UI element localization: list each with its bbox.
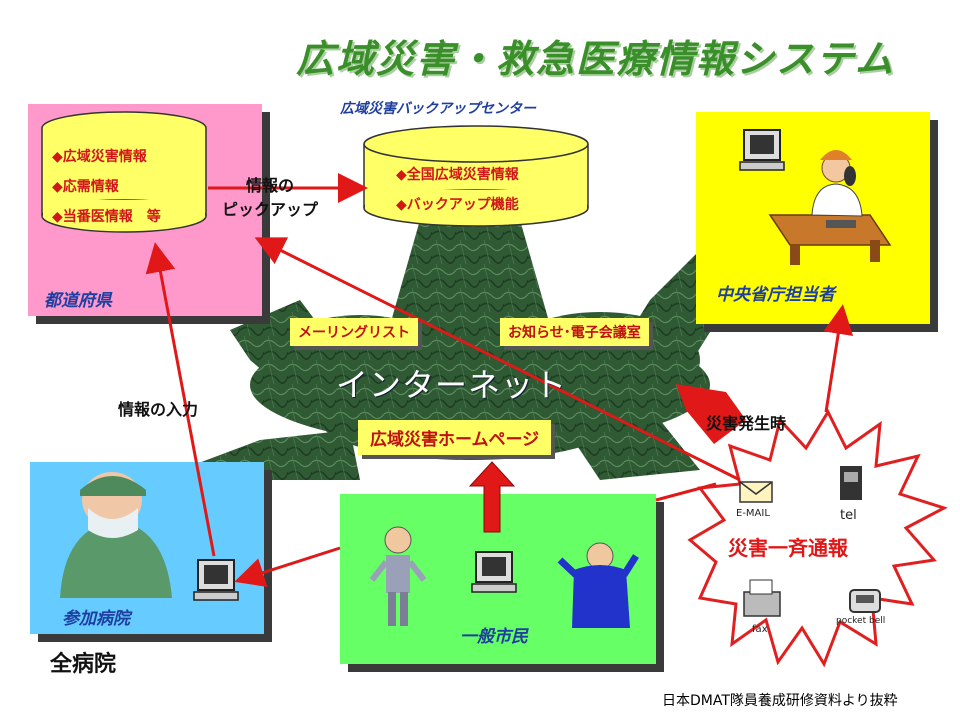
broadcast-label: 災害一斉通報 (728, 536, 848, 560)
prefecture-item: ◆当番医情報 等 (52, 209, 161, 225)
hospital-arrow (234, 546, 341, 587)
prefecture-label: 都道府県 (44, 291, 112, 311)
backup-item: ◆バックアップ機能 (396, 197, 519, 213)
diagonal-arrow (254, 237, 741, 482)
disaster-arrow (676, 384, 746, 444)
mailing-list-tag: メーリングリスト (290, 318, 418, 346)
pocket-bell-label: pocket bell (836, 616, 886, 626)
man-icon (369, 526, 427, 626)
computer-icon (193, 559, 239, 601)
email-label: E-MAIL (736, 508, 770, 519)
telephone-icon (840, 466, 862, 500)
pickup-label-1: 情報の (246, 176, 295, 195)
fax-icon (743, 579, 781, 617)
citizens-link (655, 482, 717, 502)
ministry-arrow (823, 304, 854, 413)
source-note: 日本DMAT隊員養成研修資料より抜粋 (662, 693, 898, 709)
fax-label: fax (752, 624, 768, 635)
backup-center-label: 広域災害バックアップセンター (340, 101, 536, 117)
tel-label: tel (840, 508, 857, 523)
all-hospitals-label: 全病院 (50, 652, 117, 677)
backup-item: ◆全国広域災害情報 (396, 167, 519, 183)
internet-label: インターネット (336, 366, 568, 404)
page-title: 広域災害・救急医療情報システム (296, 37, 895, 81)
computer-icon (739, 129, 785, 171)
surgeon-icon (60, 472, 172, 598)
prefecture-item: ◆広域災害情報 (52, 149, 147, 165)
prefecture-items: ◆広域災害情報 ◆応需情報 ◆当番医情報 等 (52, 142, 161, 232)
computer-icon (471, 551, 517, 593)
homepage-tag: 広域災害ホームページ (358, 420, 552, 455)
input-label: 情報の入力 (118, 400, 199, 419)
pickup-label-2: ピックアップ (222, 200, 319, 219)
prefecture-item: ◆応需情報 (52, 179, 119, 195)
access-up-arrow (468, 461, 516, 533)
backup-items: ◆全国広域災害情報 ◆バックアップ機能 (396, 160, 519, 220)
input-arrow (145, 242, 216, 557)
ministry-label: 中央省庁担当者 (716, 285, 835, 305)
pager-icon (849, 589, 881, 613)
hospital-label: 参加病院 (62, 609, 130, 629)
businessman-icon (557, 542, 639, 628)
envelope-icon (739, 481, 773, 503)
citizens-label: 一般市民 (460, 627, 528, 647)
notice-tag: お知らせ･電子会議室 (500, 318, 649, 346)
disaster-time-label: 災害発生時 (706, 414, 787, 433)
